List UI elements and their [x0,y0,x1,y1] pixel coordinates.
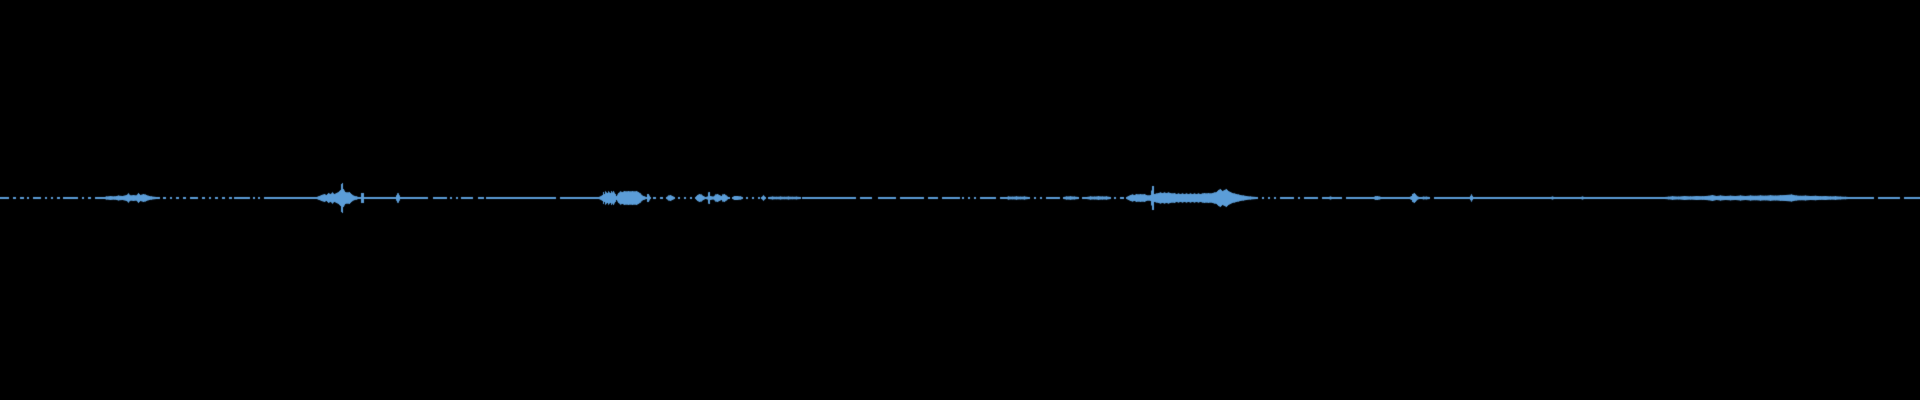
waveform-panel [0,0,1920,400]
audio-waveform[interactable] [0,0,1920,400]
